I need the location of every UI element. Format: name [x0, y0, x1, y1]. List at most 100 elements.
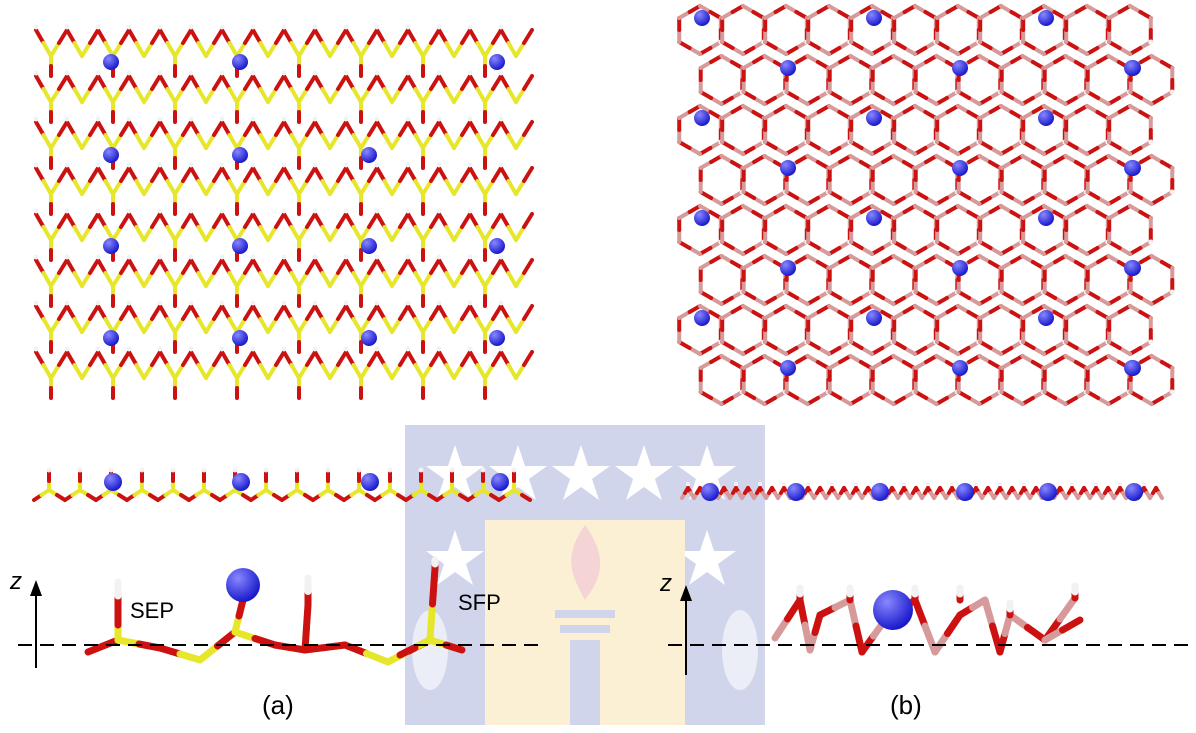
bond [452, 225, 464, 242]
bond [506, 271, 518, 288]
bond [491, 304, 503, 321]
bond [235, 596, 247, 620]
bond [375, 120, 387, 137]
alumina-closeup [771, 582, 1084, 656]
bond [506, 179, 518, 196]
bond [514, 179, 526, 196]
bond [127, 120, 139, 137]
hydrogen-atom [95, 162, 101, 168]
hydrogen-atom [436, 300, 442, 306]
z-axis-label-a: z [10, 568, 22, 595]
bond [57, 166, 69, 183]
bond [173, 271, 185, 288]
adsorbate-atom [232, 54, 248, 70]
bond [41, 133, 53, 150]
bond [468, 212, 480, 229]
bond [1056, 594, 1079, 623]
bond [251, 28, 263, 45]
bond [212, 212, 224, 229]
site-label-sep: SEP [130, 598, 175, 623]
bond [103, 317, 115, 334]
bond [437, 166, 449, 183]
adsorbate-atom [952, 160, 968, 176]
bond [328, 271, 340, 288]
bond [359, 179, 371, 196]
hydrogen-atom [281, 116, 287, 122]
hydrogen-atom [77, 467, 83, 473]
bond [150, 258, 162, 275]
z-axis-arrowhead-a [30, 580, 42, 596]
bond [483, 225, 495, 242]
bond [367, 258, 379, 275]
bond [119, 166, 131, 183]
bond [72, 179, 84, 196]
bond [142, 363, 154, 380]
bond [181, 74, 193, 91]
bond [227, 41, 239, 58]
hydrogen-atom [436, 162, 442, 168]
bond [142, 317, 154, 334]
bond [150, 74, 162, 91]
bond [911, 596, 929, 630]
hydrogen-atom [95, 346, 101, 352]
bond [944, 611, 964, 637]
bond [72, 41, 84, 58]
bond [235, 179, 247, 196]
bond [258, 271, 270, 288]
bond [72, 363, 84, 380]
bond [227, 87, 239, 104]
bond [243, 350, 255, 367]
hydrogen-atom [281, 24, 287, 30]
adsorbate-atom [873, 590, 913, 630]
hydrogen-atom [480, 467, 486, 473]
bond [460, 212, 472, 229]
hydrogen-atom [126, 208, 132, 214]
hydrogen-atom [95, 116, 101, 122]
bond [80, 179, 92, 196]
bond [165, 87, 177, 104]
bond [437, 350, 449, 367]
bond [413, 133, 425, 150]
hydrogen-atom [498, 300, 504, 306]
bond [522, 120, 534, 137]
bond [398, 350, 410, 367]
bond [65, 258, 77, 275]
bond [522, 166, 534, 183]
bond [499, 258, 511, 275]
bond [483, 363, 495, 380]
hydrogen-atom [467, 208, 473, 214]
bond [114, 636, 143, 648]
bond [297, 317, 309, 334]
bond [127, 166, 139, 183]
hydrogen-atom [498, 208, 504, 214]
bond [127, 28, 139, 45]
hydrogen-atom [188, 346, 194, 352]
bond [499, 120, 511, 137]
hydrogen-atom [343, 346, 349, 352]
hydrogen-atom [343, 208, 349, 214]
hydrogen-atom [126, 346, 132, 352]
adsorbate-atom [780, 160, 796, 176]
bond [390, 87, 402, 104]
hydrogen-atom [312, 346, 318, 352]
hydrogen-atom [467, 300, 473, 306]
bond [344, 212, 356, 229]
hydrogen-atom [219, 162, 225, 168]
bond [34, 120, 46, 137]
bond [382, 317, 394, 334]
bond [437, 120, 449, 137]
caption-a: (a) [262, 690, 294, 720]
bond [189, 120, 201, 137]
bond [227, 363, 239, 380]
bond [282, 166, 294, 183]
hydrogen-atom [33, 254, 39, 260]
bond [375, 304, 387, 321]
bond [336, 74, 348, 91]
bond [165, 133, 177, 150]
hydrogen-atom [263, 467, 269, 473]
bond [297, 133, 309, 150]
bond [289, 317, 301, 334]
hydrogen-atom [281, 300, 287, 306]
bond [49, 363, 61, 380]
hydrogen-atom [281, 208, 287, 214]
